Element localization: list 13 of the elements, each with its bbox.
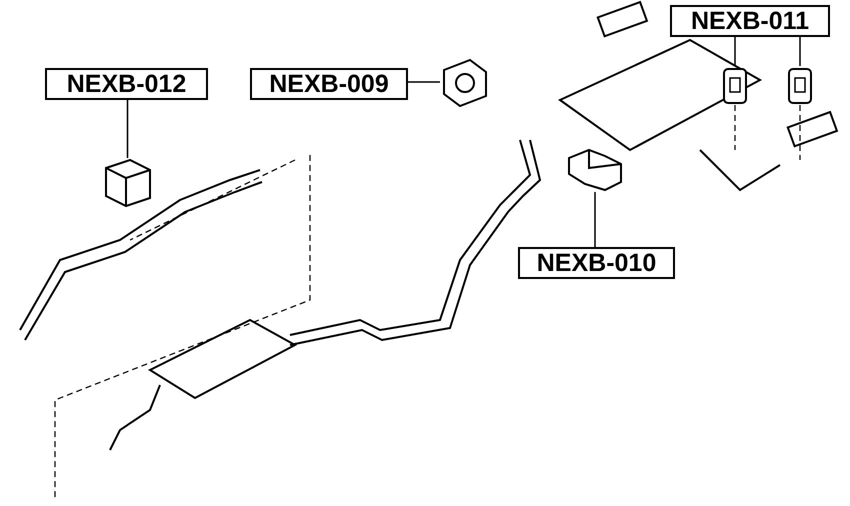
part-drawing: [720, 66, 750, 106]
leader-line: [799, 37, 801, 66]
leader-line: [594, 192, 596, 247]
part-drawing: [785, 66, 815, 106]
part-drawing: [565, 146, 625, 192]
part-number-label: NEXB-011: [670, 5, 830, 37]
leader-line: [734, 37, 736, 66]
part-number-label: NEXB-009: [250, 68, 408, 100]
leader-line: [408, 81, 440, 83]
part-number-label: NEXB-010: [518, 247, 675, 279]
part-drawing: [440, 56, 490, 108]
part-number-label: NEXB-012: [45, 68, 208, 100]
leader-line: [126, 100, 128, 158]
